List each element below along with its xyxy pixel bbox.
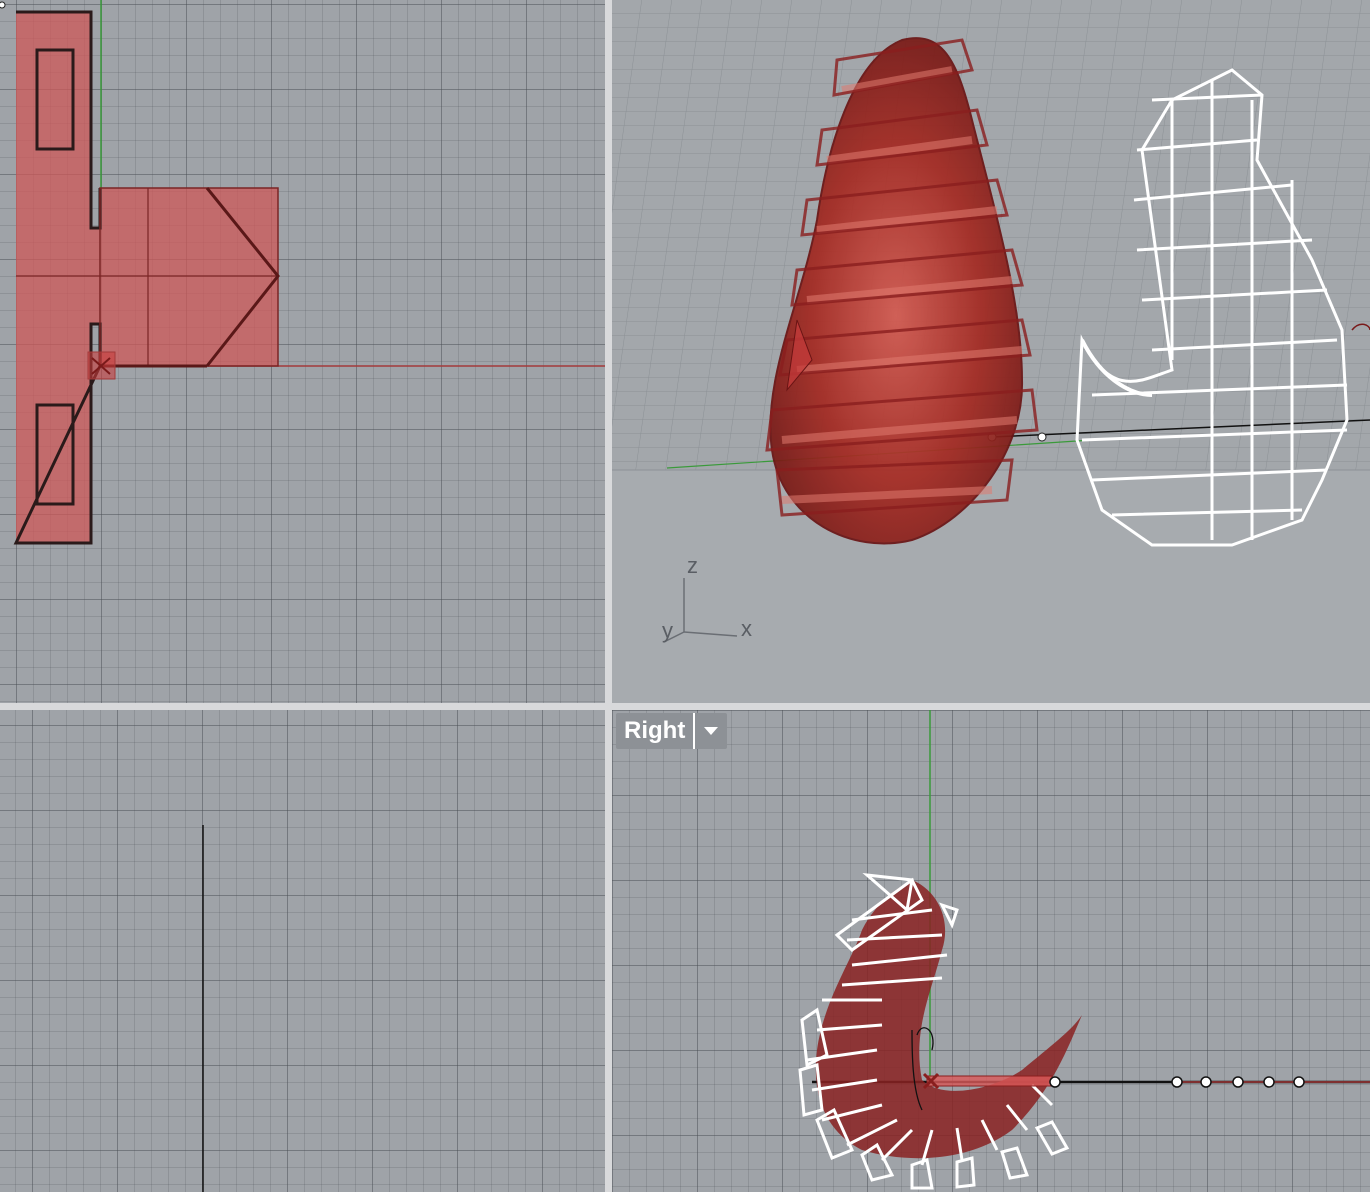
chevron-down-icon[interactable] <box>695 713 727 749</box>
viewport-tab-right[interactable]: Right <box>616 713 728 749</box>
axis-label-z: z <box>687 553 698 578</box>
axis-label-y: y <box>662 618 673 643</box>
viewport-perspective[interactable]: z y x <box>612 0 1370 703</box>
viewport-right[interactable]: Right <box>612 710 1370 1192</box>
top-geometry <box>0 0 605 545</box>
axis-label-x: x <box>741 616 752 641</box>
white-sculpture <box>1075 68 1349 547</box>
viewport-title[interactable]: Right <box>616 713 696 749</box>
white-fan <box>798 872 1070 1190</box>
axis-gizmo <box>663 578 738 643</box>
grid <box>0 710 605 1192</box>
red-sculpture <box>765 37 1039 545</box>
grid-major <box>0 710 605 1192</box>
control-points <box>1049 1076 1305 1088</box>
front-geometry <box>202 825 204 1192</box>
perspective-scene <box>612 0 1370 703</box>
viewport-front[interactable] <box>0 710 605 1192</box>
viewport-top[interactable] <box>0 0 605 703</box>
right-geometry <box>798 710 1370 1190</box>
